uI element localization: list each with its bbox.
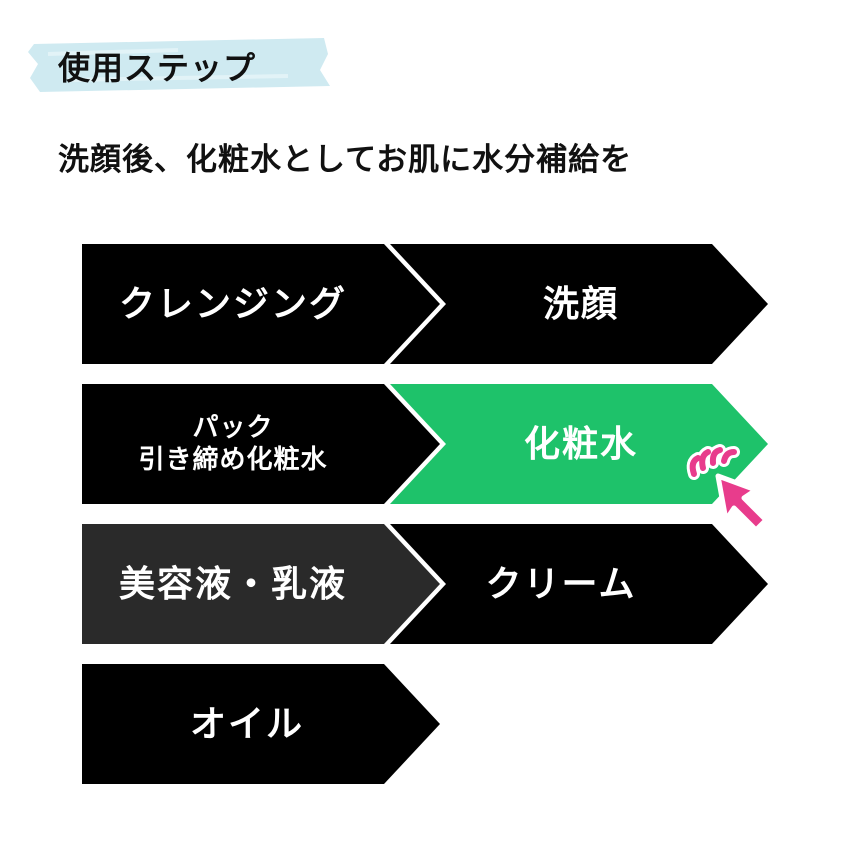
step-serum-shape[interactable] [82,524,440,644]
step-cream-label: クリーム [485,563,637,605]
step-serum-label: 美容液・乳液 [118,563,347,605]
step-oil-label: オイル [189,703,304,745]
page-title: 使用ステップ [58,49,257,87]
step-lotion-shape[interactable] [390,384,768,504]
step-oil-shape[interactable] [82,664,440,784]
step-face-wash-label: 洗顔 [542,283,619,325]
step-pack-label: パック 引き締め化粧水 [138,412,328,476]
step-cream-shape[interactable] [390,524,768,644]
click-cursor-icon [686,444,769,533]
step-pack-shape[interactable] [82,384,440,504]
step-lotion-label: 化粧水 [523,423,638,465]
step-cleansing-shape[interactable] [82,244,440,364]
step-face-wash-shape[interactable] [390,244,768,364]
header-brush-stroke [28,38,330,92]
page-subtitle: 洗顔後、化粧水としてお肌に水分補給を [58,142,633,178]
step-cleansing-label: クレンジング [118,283,347,325]
